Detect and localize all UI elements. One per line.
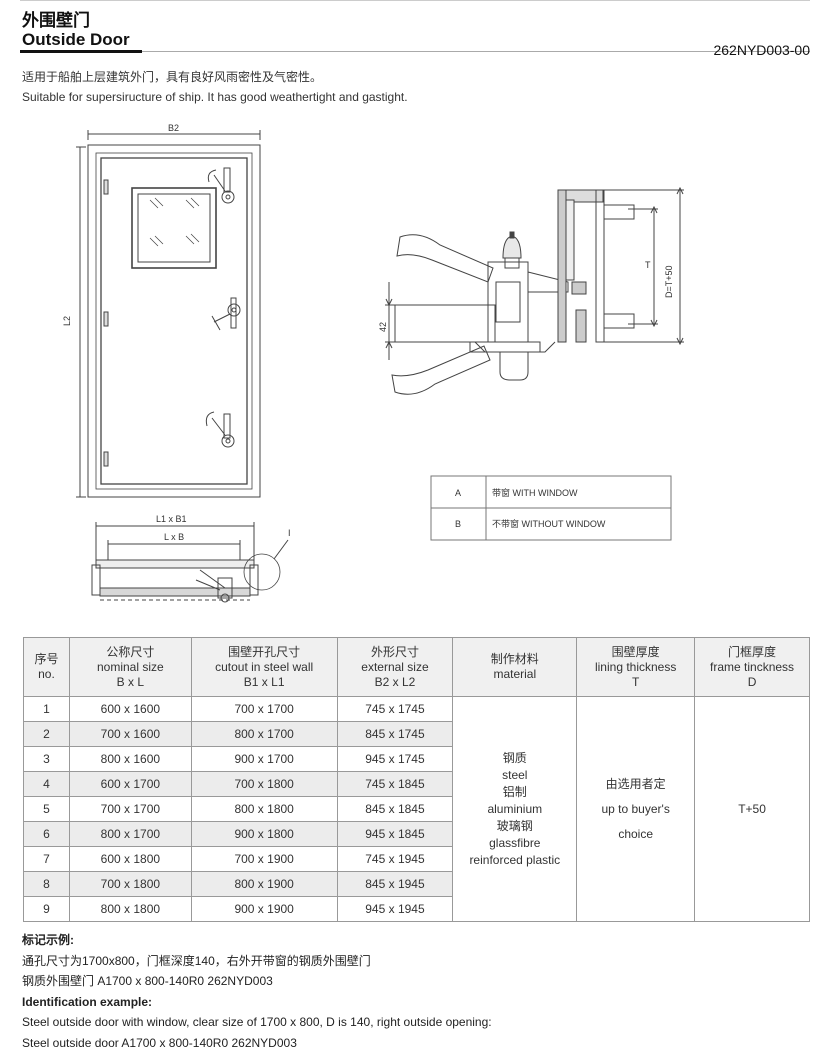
- legend-desc-a: 带窗 WITH WINDOW: [492, 487, 578, 498]
- legend-desc-b: 不带窗 WITHOUT WINDOW: [492, 518, 606, 529]
- cell-external: 845 x 1945: [337, 872, 453, 897]
- cell-external: 745 x 1845: [337, 772, 453, 797]
- cell-external: 845 x 1845: [337, 797, 453, 822]
- label-42: 42: [378, 322, 388, 332]
- cell-lining: 由选用者定 up to buyer's choice: [577, 697, 695, 922]
- cell-cutout: 900 x 1800: [191, 822, 337, 847]
- label-l2: L2: [62, 316, 72, 326]
- cell-nominal: 600 x 1800: [69, 847, 191, 872]
- cell-material: 钢质 steel 铝制 aluminium 玻璃钢 glassfibre rei…: [453, 697, 577, 922]
- label-lb: L x B: [164, 532, 184, 542]
- notes-heading-cn: 标记示例:: [22, 930, 492, 951]
- cell-no: 7: [24, 847, 70, 872]
- label-detail-mark: I: [288, 528, 291, 538]
- cell-cutout: 700 x 1800: [191, 772, 337, 797]
- cell-no: 6: [24, 822, 70, 847]
- door-plan-view: [92, 522, 288, 602]
- cell-nominal: 800 x 1600: [69, 747, 191, 772]
- cell-nominal: 700 x 1700: [69, 797, 191, 822]
- legend-table: A 带窗 WITH WINDOW B 不带窗 WITHOUT WINDOW: [431, 476, 671, 540]
- cell-external: 745 x 1745: [337, 697, 453, 722]
- detail-section-view: [385, 188, 684, 394]
- cell-nominal: 800 x 1700: [69, 822, 191, 847]
- cell-no: 8: [24, 872, 70, 897]
- notes-heading-en: Identification example:: [22, 992, 492, 1013]
- cell-no: 5: [24, 797, 70, 822]
- cell-nominal: 800 x 1800: [69, 897, 191, 922]
- cell-cutout: 800 x 1900: [191, 872, 337, 897]
- cell-no: 9: [24, 897, 70, 922]
- legend-key-a: A: [455, 488, 461, 498]
- cell-no: 2: [24, 722, 70, 747]
- legend-key-b: B: [455, 519, 461, 529]
- cell-no: 4: [24, 772, 70, 797]
- cell-cutout: 900 x 1900: [191, 897, 337, 922]
- notes-line-cn-1: 通孔尺寸为1700x800，门框深度140，右外开带窗的钢质外围壁门: [22, 951, 492, 972]
- cell-external: 845 x 1745: [337, 722, 453, 747]
- technical-drawing: B2 L2 L1 x B1 L x B I T D=T+50 42 A 带窗 W…: [0, 0, 830, 630]
- label-b2: B2: [168, 123, 179, 133]
- cell-cutout: 700 x 1900: [191, 847, 337, 872]
- cell-nominal: 700 x 1600: [69, 722, 191, 747]
- cell-cutout: 800 x 1700: [191, 722, 337, 747]
- cell-nominal: 600 x 1600: [69, 697, 191, 722]
- cell-cutout: 900 x 1700: [191, 747, 337, 772]
- cell-no: 3: [24, 747, 70, 772]
- cell-cutout: 700 x 1700: [191, 697, 337, 722]
- cell-external: 745 x 1945: [337, 847, 453, 872]
- identification-notes: 标记示例: 通孔尺寸为1700x800，门框深度140，右外开带窗的钢质外围壁门…: [22, 930, 492, 1053]
- cell-nominal: 700 x 1800: [69, 872, 191, 897]
- cell-cutout: 800 x 1800: [191, 797, 337, 822]
- table-row: 1 600 x 1600 700 x 1700 745 x 1745 钢质 st…: [24, 697, 810, 722]
- label-t: T: [645, 260, 651, 270]
- cell-nominal: 600 x 1700: [69, 772, 191, 797]
- label-d: D=T+50: [664, 265, 674, 298]
- cell-frame: T+50: [695, 697, 810, 922]
- cell-no: 1: [24, 697, 70, 722]
- notes-line-en-1: Steel outside door with window, clear si…: [22, 1012, 492, 1033]
- cell-external: 945 x 1945: [337, 897, 453, 922]
- cell-external: 945 x 1745: [337, 747, 453, 772]
- notes-line-cn-2: 钢质外围壁门 A1700 x 800-140R0 262NYD003: [22, 971, 492, 992]
- label-l1b1: L1 x B1: [156, 514, 187, 524]
- door-front-elevation: [76, 130, 260, 497]
- cell-external: 945 x 1845: [337, 822, 453, 847]
